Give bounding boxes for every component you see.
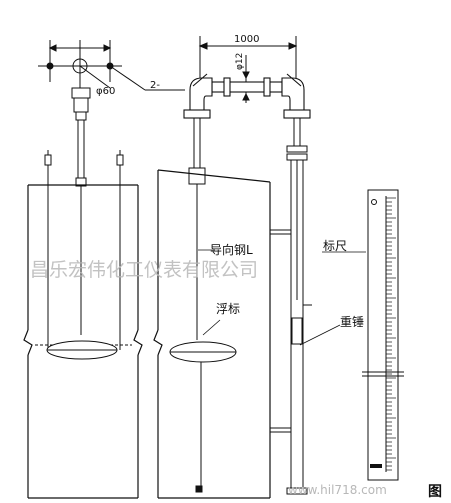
middle-float [169,341,237,363]
weight-label: 重锤 [340,314,364,329]
scale-ticks [386,197,396,471]
weight-guide-tube [286,118,308,495]
left-anchor-bolts [44,150,124,350]
leader-lines [198,249,366,346]
left-mount-fitting [71,87,91,335]
flange-detail [38,40,185,91]
flange-diameter-label: φ60 [96,86,115,97]
pipe-diameter-label: φ12 [235,53,245,70]
scale-label: 标尺 [323,239,347,253]
tube-supports [270,229,312,433]
top-pipe-assembly [183,73,311,119]
middle-tank [153,169,271,499]
pipe-diameter-mark [242,55,250,103]
company-watermark: 昌乐宏伟化工仪表有限公司 [30,259,258,281]
guide-wire-label: 导向钢L [210,242,253,257]
figure-corner-mark: 图 [428,484,442,500]
float-label: 浮标 [216,302,240,316]
scale-bottom-marks [370,464,382,468]
middle-guide-rod [188,118,206,493]
site-watermark: www.hil718.com [288,483,387,497]
left-float [35,340,132,360]
span-dimension-label: 1000 [234,34,259,45]
hole-count-label: 2- [150,80,160,91]
left-tank [23,184,143,499]
level-scale [362,189,404,481]
